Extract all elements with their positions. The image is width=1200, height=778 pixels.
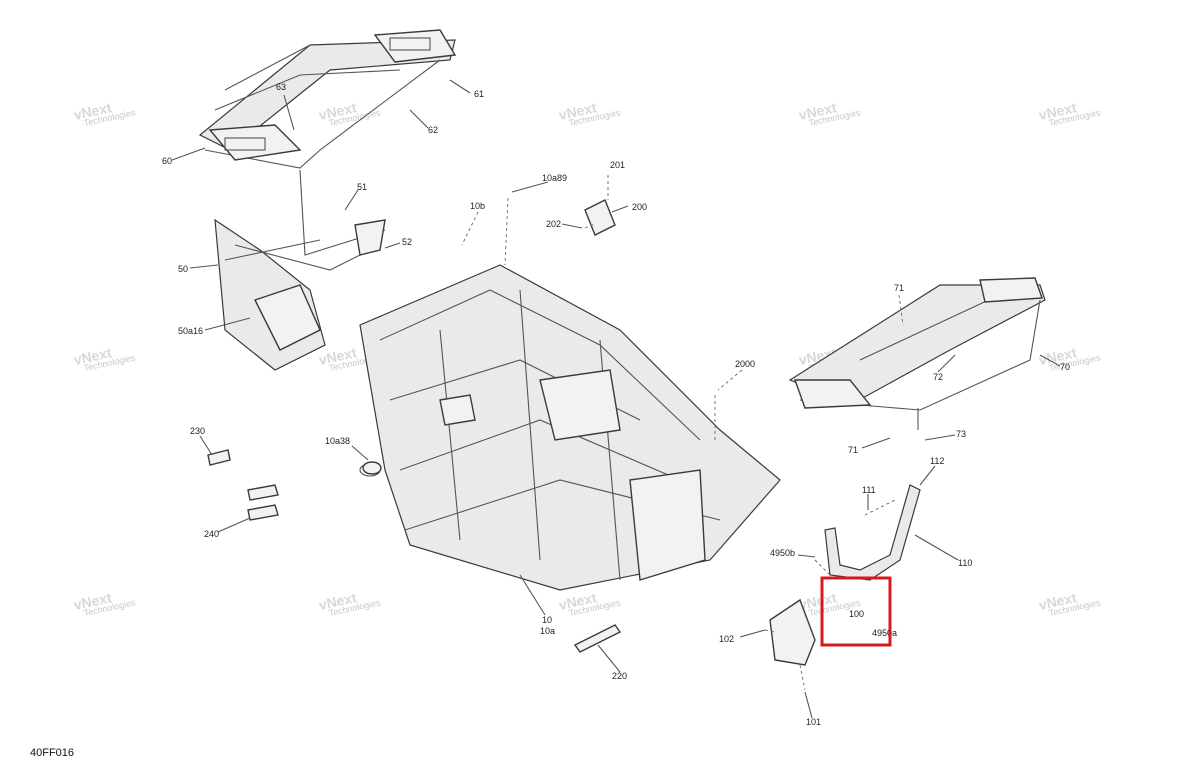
- watermark-text: vNext: [1037, 589, 1078, 613]
- callout-10a89: 10a89: [542, 173, 567, 183]
- watermark-text: vNext: [317, 589, 358, 613]
- callout-73: 73: [956, 429, 966, 439]
- bracket-200: [584, 175, 616, 236]
- watermark-text: vNext: [1037, 344, 1078, 368]
- callout-10a: 10a: [540, 626, 555, 636]
- callout-63: 63: [276, 82, 286, 92]
- callout-50: 50: [178, 264, 188, 274]
- watermark-text: vNext: [1037, 99, 1078, 123]
- rear-rack: [788, 277, 1046, 430]
- callout-51: 51: [357, 182, 367, 192]
- callout-10a38: 10a38: [325, 436, 350, 446]
- callout-60: 60: [162, 156, 172, 166]
- watermark-text: vNext: [557, 99, 598, 123]
- diagram-code: 40FF016: [30, 747, 74, 759]
- callout-10: 10: [542, 615, 552, 625]
- callout-71-bottom: 71: [848, 445, 858, 455]
- bracket-100: [764, 598, 816, 691]
- leader-lines: [171, 79, 1061, 719]
- callout-202: 202: [546, 219, 561, 229]
- callout-70: 70: [1060, 362, 1070, 372]
- callout-72: 72: [933, 372, 943, 382]
- callout-220: 220: [612, 671, 627, 681]
- front-rack: [198, 29, 457, 169]
- callout-4950a: 4950a: [872, 628, 897, 638]
- front-bracket-assembly: [214, 169, 386, 371]
- callout-101: 101: [806, 717, 821, 727]
- callout-102: 102: [719, 634, 734, 644]
- watermark-text: vNext: [557, 589, 598, 613]
- callout-50a16: 50a16: [178, 326, 203, 336]
- small-parts: [207, 449, 622, 653]
- watermark-text: vNext: [317, 344, 358, 368]
- callout-230: 230: [190, 426, 205, 436]
- watermark-text: vNext: [72, 589, 113, 613]
- callout-10b: 10b: [470, 201, 485, 211]
- callout-201: 201: [610, 160, 625, 170]
- watermark-text: vNext: [797, 589, 838, 613]
- callout-111: 111: [862, 485, 876, 495]
- callout-200: 200: [632, 202, 647, 212]
- callout-71-top: 71: [894, 283, 904, 293]
- callout-52: 52: [402, 237, 412, 247]
- callout-2000: 2000: [735, 359, 755, 369]
- watermark-text: vNext: [797, 99, 838, 123]
- highlight-box: [820, 576, 892, 647]
- callout-labels: 60 63 61 62 51 52 50 50a16 10b 10a89 201…: [162, 82, 1070, 727]
- watermark-text: vNext: [72, 344, 113, 368]
- watermark-text: vNext: [317, 99, 358, 123]
- callout-110: 110: [958, 558, 972, 568]
- callout-112: 112: [930, 456, 944, 466]
- callout-4950b: 4950b: [770, 548, 795, 558]
- watermark-text: vNext: [72, 99, 113, 123]
- callout-100: 100: [849, 609, 864, 619]
- main-frame: [359, 264, 781, 591]
- callout-62: 62: [428, 125, 438, 135]
- callout-240: 240: [204, 529, 219, 539]
- callout-61: 61: [474, 89, 484, 99]
